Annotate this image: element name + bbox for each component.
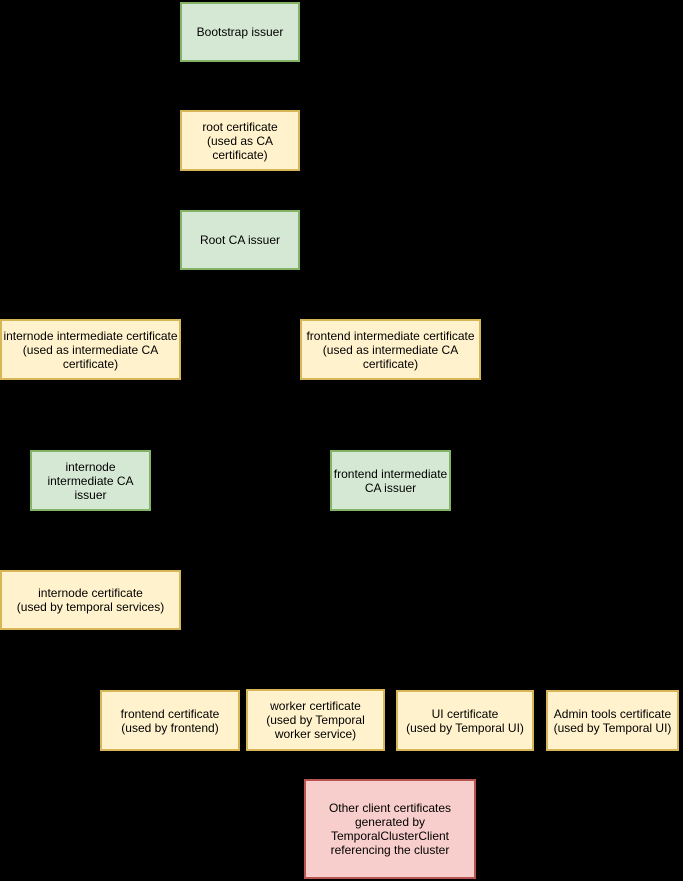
node-frontend-certificate: frontend certificate (used by frontend): [100, 690, 240, 751]
node-frontend-intermediate-ca-issuer: frontend intermediate CA issuer: [330, 450, 451, 511]
node-bootstrap-issuer: Bootstrap issuer: [180, 2, 300, 62]
node-root-ca-issuer: Root CA issuer: [180, 210, 300, 270]
node-internode-intermediate-certificate: internode intermediate certificate (used…: [0, 319, 181, 380]
node-internode-intermediate-ca-issuer: internode intermediate CA issuer: [30, 450, 151, 511]
node-worker-certificate: worker certificate (used by Temporal wor…: [246, 689, 385, 751]
node-frontend-intermediate-certificate: frontend intermediate certificate (used …: [300, 319, 481, 380]
node-admin-tools-certificate: Admin tools certificate (used by Tempora…: [546, 690, 679, 751]
node-other-client-certificates: Other client certificates generated by T…: [304, 779, 476, 879]
node-ui-certificate: UI certificate (used by Temporal UI): [396, 690, 534, 751]
node-root-certificate: root certificate (used as CA certificate…: [180, 110, 300, 171]
node-internode-certificate: internode certificate (used by temporal …: [0, 570, 181, 630]
